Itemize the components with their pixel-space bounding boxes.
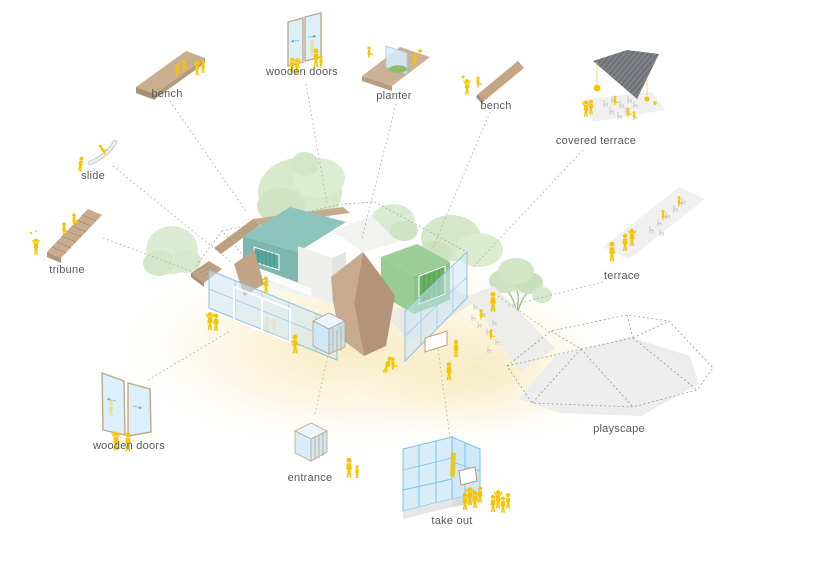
leader-line <box>361 103 397 239</box>
bench-icon <box>136 51 205 100</box>
callout-label-tribune: tribune <box>49 264 85 276</box>
leader-line <box>169 100 248 214</box>
leader-line <box>102 237 195 273</box>
leader-line <box>431 111 491 251</box>
callout-label-planter: planter <box>376 90 412 102</box>
wooden-doors-icon <box>287 12 323 75</box>
callout-label-slide: slide <box>81 170 105 182</box>
planter-icon <box>362 45 430 91</box>
glass-facade-right <box>404 250 468 363</box>
leader-line <box>471 149 584 269</box>
leader-line <box>147 330 231 381</box>
hanging-lamps <box>593 62 657 105</box>
leader-lines <box>102 83 604 439</box>
queue-figures <box>462 486 511 513</box>
callout-label-bench-top-right: bench <box>480 100 512 112</box>
covered-terrace-icon <box>580 50 665 122</box>
playscape-shadow <box>518 337 699 416</box>
louver-window <box>253 246 280 271</box>
callout-icons <box>29 12 714 519</box>
callout-label-wooden-doors-top: wooden doors <box>265 66 339 78</box>
roof-deck <box>328 216 398 252</box>
tribune-icon <box>29 209 102 263</box>
planter-greenery <box>389 65 407 73</box>
callout-label-terrace: terrace <box>604 270 640 282</box>
playscape-icon <box>506 314 714 416</box>
glass-facade-left <box>208 269 338 361</box>
serving-hatch <box>458 466 478 486</box>
tree-icon <box>143 226 201 276</box>
callout-label-bench-top-left: bench <box>151 88 183 100</box>
leader-line <box>497 295 551 333</box>
canopy-roof <box>593 50 659 99</box>
leader-line <box>507 281 604 307</box>
callout-label-entrance: entrance <box>287 472 333 484</box>
roof-edge-strip <box>214 219 260 254</box>
entrance-vestibule <box>312 312 346 355</box>
callout-label-covered-terrace: covered terrace <box>555 135 637 147</box>
leader-line <box>112 165 232 263</box>
callout-label-wooden-doors-bottom: wooden doors <box>92 440 166 452</box>
takeout-hatch-window <box>424 330 448 353</box>
leader-line <box>437 347 451 439</box>
terrace-icon <box>603 187 705 262</box>
playscape-wireframe <box>506 314 714 408</box>
slide-icon <box>77 139 118 172</box>
building-illustration <box>191 207 555 381</box>
takeout-sign <box>450 452 456 477</box>
base-plinth <box>403 499 452 519</box>
storefront-door-frame <box>261 296 291 344</box>
wooden-doors-icon <box>101 371 152 452</box>
entrance-icon <box>293 422 359 478</box>
bench-icon <box>461 61 524 104</box>
building-terrace <box>468 286 555 372</box>
take-out-icon <box>402 436 511 519</box>
callout-label-playscape: playscape <box>593 423 645 435</box>
callout-label-take-out: take out <box>431 515 473 527</box>
terrace-platform <box>580 92 665 122</box>
